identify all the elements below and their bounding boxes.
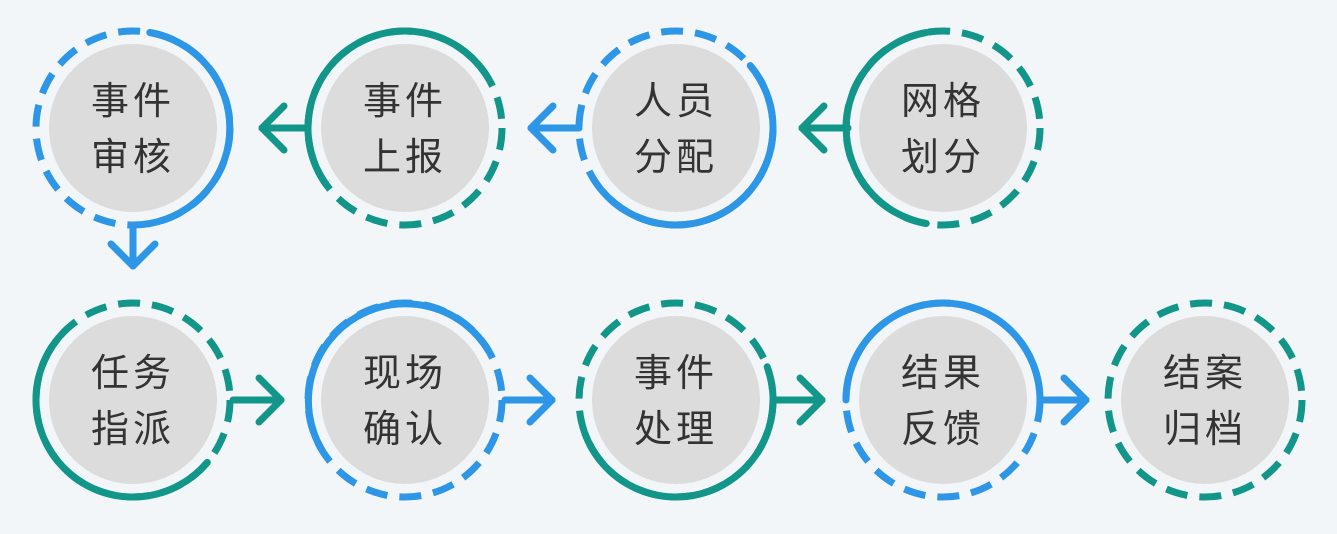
connectors — [107, 102, 1090, 426]
step-circle-fill — [321, 316, 489, 484]
step-ring-dashed — [842, 27, 1044, 229]
step-ring-solid — [146, 29, 234, 227]
step-label-line2: 反馈 — [901, 407, 985, 451]
arrow-connector-1 — [798, 102, 852, 154]
step-ring-solid — [581, 363, 777, 501]
arrow-head-icon — [798, 102, 828, 154]
step-ring-solid — [32, 334, 211, 501]
step-label-line1: 现场 — [363, 351, 447, 395]
step-ring-dashed — [1104, 299, 1306, 501]
arrow-head-icon — [1060, 374, 1090, 426]
step-label-line1: 事件 — [634, 351, 718, 395]
step-ring-solid — [304, 300, 493, 452]
arrow-connector-8 — [1037, 374, 1090, 426]
step-ring-solid — [842, 299, 1044, 404]
arrow-connector-2 — [527, 102, 583, 154]
step-circle-fill — [592, 316, 760, 484]
step-label-line2: 划分 — [901, 135, 985, 179]
step-label-line1: 网格 — [901, 79, 985, 123]
step-circle-fill — [592, 44, 760, 212]
step-ring-solid — [598, 62, 777, 229]
step-circle-fill — [49, 44, 217, 212]
arrow-head-icon — [255, 374, 285, 426]
step-circle-fill — [859, 44, 1027, 212]
arrow-head-icon — [527, 102, 557, 154]
arrow-head-icon — [796, 374, 826, 426]
step-label-line2: 归档 — [1163, 407, 1247, 451]
step-label-line2: 指派 — [91, 407, 175, 451]
arrow-connector-7 — [772, 374, 826, 426]
arrow-head-icon — [526, 374, 556, 426]
step-ring-solid — [842, 29, 930, 227]
step-label-line2: 处理 — [634, 407, 718, 451]
step-label-line2: 上报 — [363, 135, 447, 179]
step-circle-fill — [859, 316, 1027, 484]
step-label-line1: 任务 — [91, 351, 175, 395]
step-label-line1: 结案 — [1163, 351, 1247, 395]
step-label-line1: 结果 — [901, 351, 985, 395]
arrow-connector-6 — [501, 374, 556, 426]
step-label-line1: 事件 — [363, 79, 447, 123]
step-label-line2: 确认 — [363, 407, 447, 451]
step-label-line2: 分配 — [634, 135, 718, 179]
arrow-connector-5 — [229, 374, 285, 426]
step-label-line1: 事件 — [91, 79, 175, 123]
step-circle-fill — [49, 316, 217, 484]
arrow-connector-4 — [107, 221, 159, 270]
arrow-head-icon — [107, 240, 159, 270]
step-circle-fill — [1121, 316, 1289, 484]
arrow-connector-3 — [258, 102, 312, 154]
step-label-line1: 人员 — [634, 79, 718, 123]
step-ring-solid — [304, 27, 488, 188]
arrow-head-icon — [258, 102, 288, 154]
step-circle-fill — [321, 44, 489, 212]
step-label-line2: 审核 — [91, 135, 175, 179]
